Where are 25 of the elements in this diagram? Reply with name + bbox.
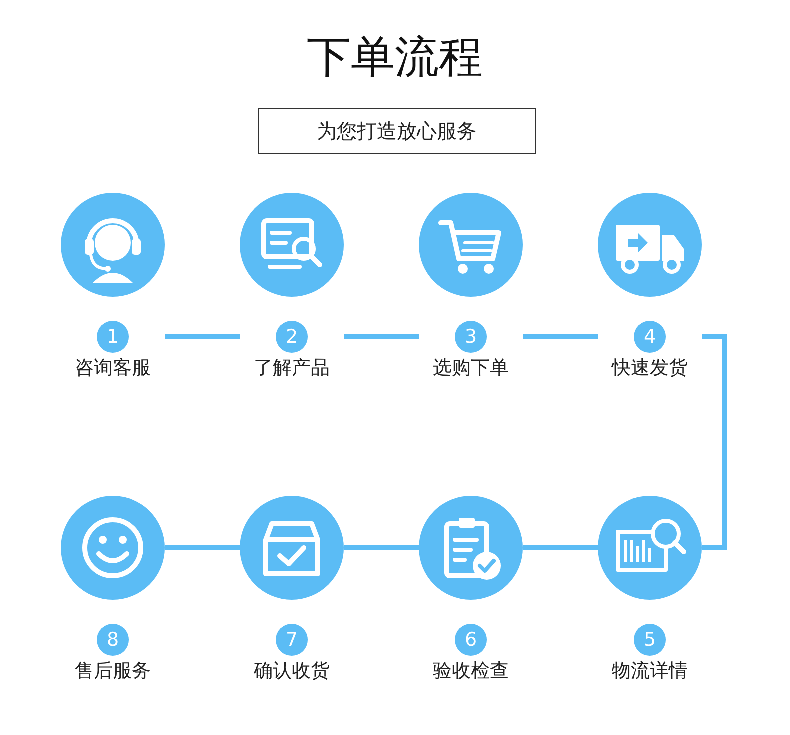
step-number: 5 (634, 624, 666, 656)
title: 下单流程 (306, 31, 484, 85)
connector-line (523, 334, 598, 340)
connector-line (523, 546, 598, 550)
connector-line (344, 334, 419, 340)
subtitle-box: 为您打造放心服务 (258, 108, 536, 154)
step-label: 售后服务 (74, 659, 152, 684)
step-label: 快速发货 (610, 356, 689, 381)
step-label: 了解产品 (253, 356, 331, 381)
step-number: 2 (276, 321, 308, 353)
step-label: 确认收货 (253, 659, 331, 684)
step-number: 8 (97, 624, 129, 656)
step-label: 物流详情 (611, 659, 689, 684)
step-label: 咨询客服 (74, 356, 152, 381)
step-label: 选购下单 (432, 356, 510, 381)
connector-line (165, 334, 240, 340)
step-number: 6 (455, 624, 487, 656)
step-number: 4 (634, 321, 666, 353)
step-number: 1 (97, 321, 129, 353)
step-label: 验收检查 (432, 659, 510, 684)
connector-line (344, 546, 419, 550)
step-number: 7 (276, 624, 308, 656)
connector-line (165, 546, 240, 550)
connector-line (702, 334, 728, 550)
step-number: 3 (455, 321, 487, 353)
